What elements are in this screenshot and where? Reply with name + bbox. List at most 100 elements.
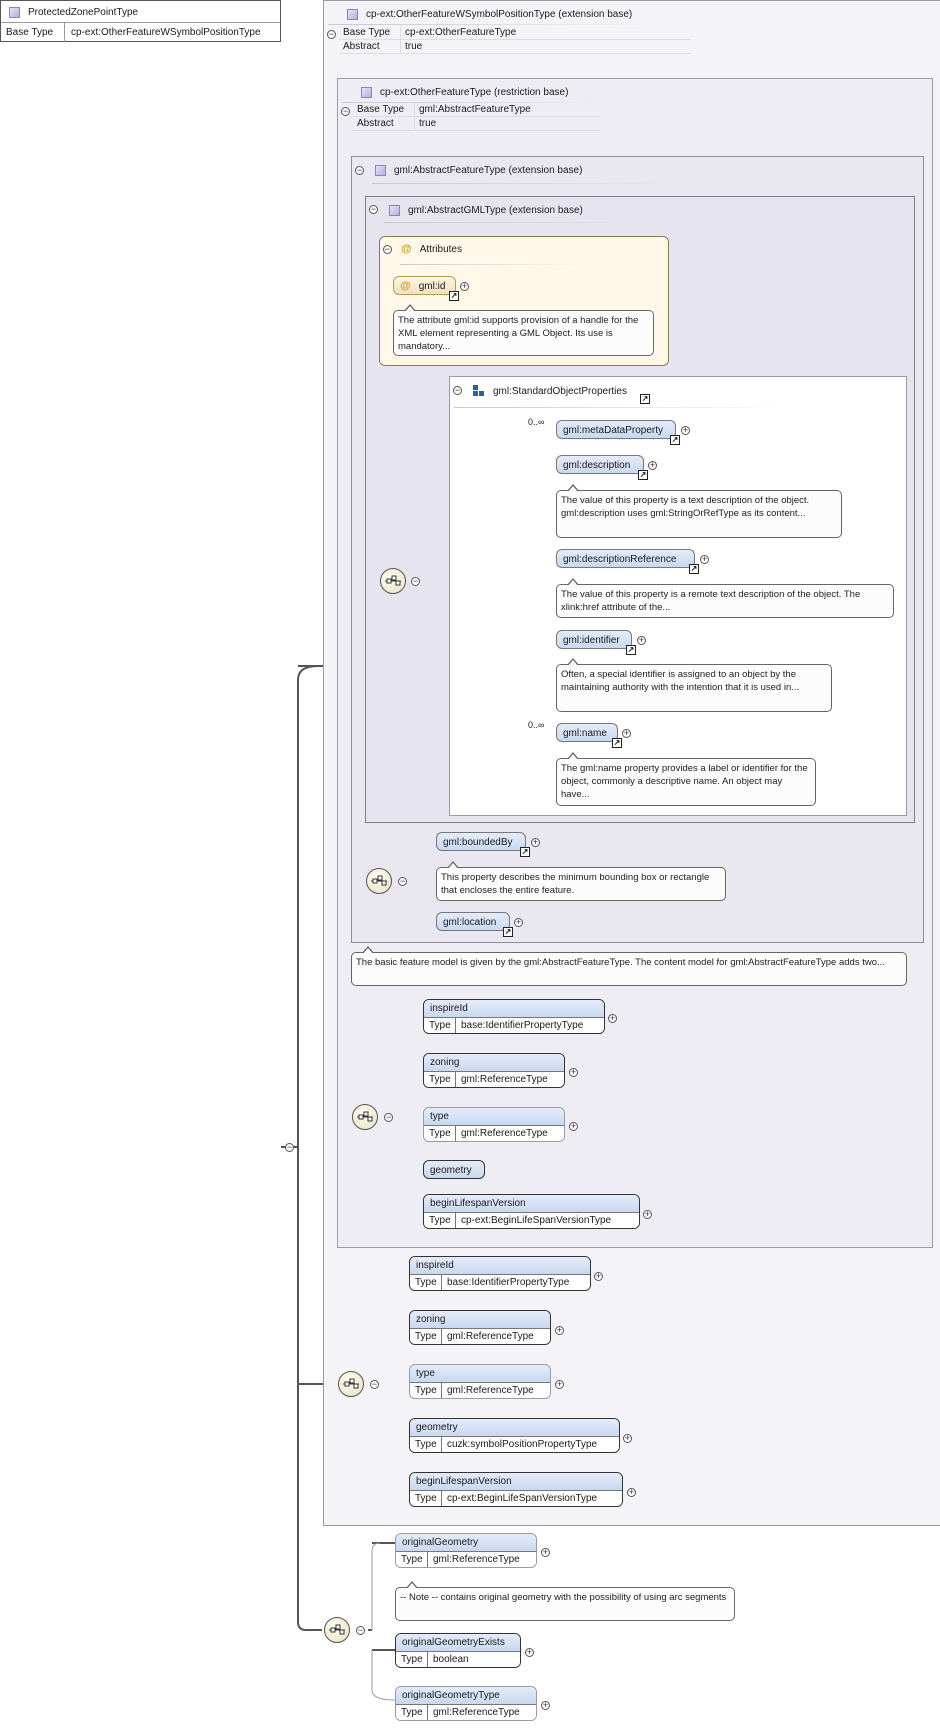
- sequence-collapse-toggle[interactable]: −: [398, 876, 407, 886]
- sequence-icon[interactable]: [366, 868, 392, 894]
- occurrence-label: 0..∞: [528, 417, 545, 427]
- abstract-feature-doc: The basic feature model is given by the …: [351, 946, 907, 986]
- expand-toggle[interactable]: +: [623, 1433, 632, 1443]
- ref-arrow-icon: ↗: [612, 738, 622, 748]
- expand-toggle[interactable]: +: [555, 1325, 564, 1335]
- expand-toggle[interactable]: +: [622, 728, 631, 738]
- type-key: Type: [396, 1552, 428, 1567]
- sequence-collapse-toggle[interactable]: −: [370, 1379, 379, 1389]
- sequence-icon[interactable]: [338, 1371, 364, 1397]
- ref-arrow-icon: ↗: [449, 291, 459, 301]
- expand-toggle[interactable]: +: [681, 425, 690, 435]
- element-name-label: zoning: [424, 1054, 564, 1071]
- level1-header-text: cp-ext:OtherFeatureWSymbolPositionType (…: [366, 8, 633, 20]
- expand-toggle[interactable]: +: [531, 837, 540, 847]
- expand-toggle[interactable]: +: [700, 554, 709, 564]
- complex-type-icon: [9, 6, 20, 18]
- element-name-label: type: [424, 1108, 564, 1125]
- type-key: Type: [410, 1275, 442, 1290]
- element-location[interactable]: gml:location: [436, 912, 510, 931]
- element-geometry[interactable]: geometry: [423, 1160, 485, 1179]
- level1-props-table: Base Type cp-ext:OtherFeatureType Abstra…: [339, 26, 691, 54]
- occurrence-label: 0..∞: [528, 720, 545, 730]
- ref-arrow-icon: ↗: [626, 645, 636, 655]
- expand-toggle[interactable]: +: [608, 1013, 617, 1023]
- type-key: Type: [424, 1126, 456, 1141]
- expand-toggle[interactable]: +: [643, 1209, 652, 1219]
- root-type-box[interactable]: ProtectedZonePointType Base Type cp-ext:…: [0, 0, 281, 42]
- originalgeometry-doc: -- Note -- contains original geometry wi…: [395, 1581, 735, 1621]
- element-name-label: beginLifespanVersion: [410, 1473, 622, 1490]
- type-key: Type: [424, 1213, 456, 1228]
- type-value: base:IdentifierPropertyType: [461, 1020, 584, 1031]
- level4-collapse-toggle[interactable]: −: [369, 204, 378, 214]
- type-value: gml:ReferenceType: [433, 1707, 520, 1718]
- level2-header: cp-ext:OtherFeatureType (restriction bas…: [361, 85, 568, 99]
- element-identifier[interactable]: gml:identifier: [556, 630, 632, 649]
- abstract-value: true: [415, 117, 600, 131]
- expand-toggle[interactable]: +: [637, 635, 646, 645]
- sequence-icon[interactable]: [324, 1617, 350, 1643]
- type-value: gml:ReferenceType: [433, 1554, 520, 1565]
- base-type-value: cp-ext:OtherFeatureType: [401, 26, 691, 40]
- sequence-collapse-toggle[interactable]: −: [356, 1625, 365, 1635]
- expand-toggle[interactable]: +: [627, 1487, 636, 1497]
- element-metadataproperty[interactable]: gml:metaDataProperty: [556, 420, 676, 439]
- base-type-value: gml:AbstractFeatureType: [415, 103, 600, 117]
- description-doc: The value of this property is a text des…: [556, 484, 842, 538]
- sequence-collapse-toggle[interactable]: −: [384, 1112, 393, 1122]
- type-key: Type: [410, 1437, 442, 1452]
- expand-toggle[interactable]: +: [569, 1067, 578, 1077]
- element-description[interactable]: gml:description: [556, 455, 644, 474]
- type-key: Type: [410, 1383, 442, 1398]
- element-name-label: zoning: [410, 1311, 550, 1328]
- level1-collapse-toggle[interactable]: −: [327, 29, 336, 39]
- divider: [454, 407, 784, 408]
- root-header: ProtectedZonePointType: [9, 4, 138, 20]
- type-value: cuzk:symbolPositionPropertyType: [447, 1439, 598, 1450]
- sop-collapse-toggle[interactable]: −: [453, 385, 462, 395]
- element-name[interactable]: gml:name: [556, 723, 618, 742]
- expand-toggle[interactable]: +: [541, 1547, 550, 1557]
- level2-collapse-toggle[interactable]: −: [341, 106, 350, 116]
- expand-toggle[interactable]: +: [555, 1379, 564, 1389]
- type-value: gml:ReferenceType: [447, 1331, 534, 1342]
- expand-toggle[interactable]: +: [541, 1700, 550, 1710]
- element-name-label: inspireId: [424, 1000, 604, 1017]
- divider: [400, 264, 580, 265]
- expand-toggle[interactable]: +: [514, 917, 523, 927]
- divider: [328, 24, 668, 25]
- type-value: gml:ReferenceType: [447, 1385, 534, 1396]
- element-boundedby[interactable]: gml:boundedBy: [436, 832, 526, 851]
- level3-collapse-toggle[interactable]: −: [355, 165, 364, 175]
- expand-toggle[interactable]: +: [594, 1271, 603, 1281]
- sequence-icon[interactable]: [380, 568, 406, 594]
- attributes-collapse-toggle[interactable]: −: [383, 244, 392, 254]
- attribute-gml-id[interactable]: @gml:id: [393, 276, 456, 295]
- ref-arrow-icon: ↗: [520, 847, 530, 857]
- expand-toggle[interactable]: +: [569, 1121, 578, 1131]
- expand-toggle[interactable]: +: [648, 460, 657, 470]
- expand-toggle[interactable]: +: [525, 1647, 534, 1657]
- root-collapse-toggle[interactable]: −: [285, 1142, 294, 1152]
- sequence-icon[interactable]: [352, 1104, 378, 1130]
- type-key: Type: [410, 1491, 442, 1506]
- attribute-doc: The attribute gml:id supports provision …: [393, 304, 654, 356]
- complex-type-icon: [347, 8, 358, 20]
- sequence-collapse-toggle[interactable]: −: [411, 576, 420, 586]
- identifier-doc: Often, a special identifier is assigned …: [556, 658, 832, 712]
- element-descriptionreference[interactable]: gml:descriptionReference: [556, 549, 695, 568]
- expand-toggle[interactable]: +: [460, 281, 469, 291]
